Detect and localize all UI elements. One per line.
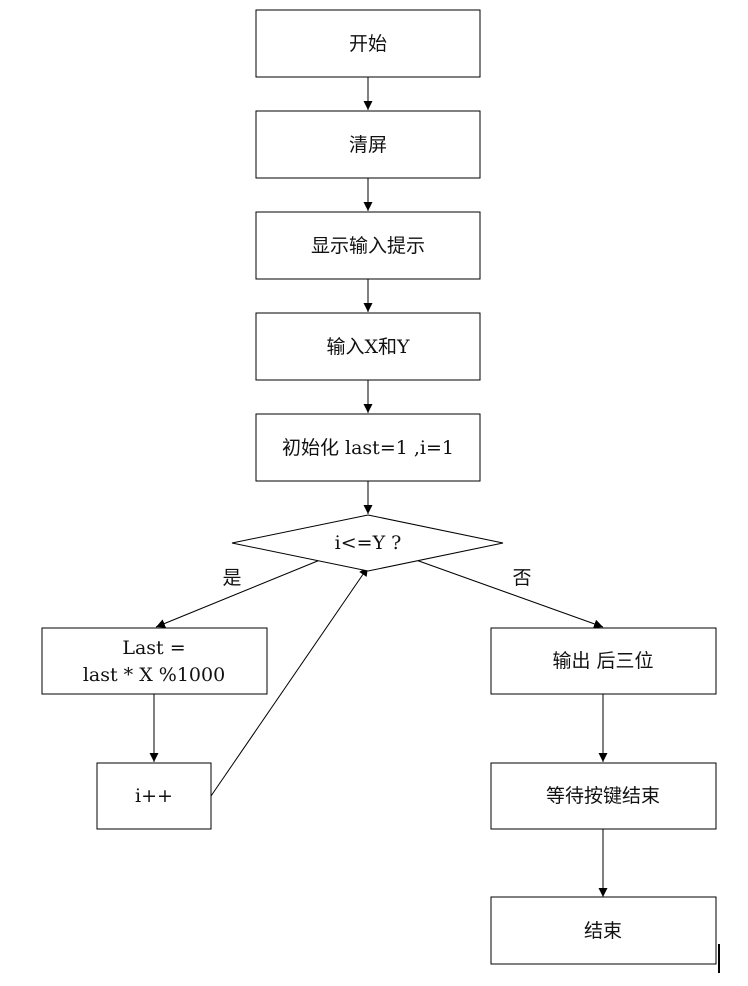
node-decision-text: i<=Y ? — [335, 532, 402, 554]
node-incr: i++ — [96, 762, 212, 830]
node-start: 开始 — [255, 9, 481, 78]
node-init-text: 初始化 last=1 ,i=1 — [282, 437, 454, 459]
node-output: 输出 后三位 — [490, 627, 717, 695]
node-wait: 等待按键结束 — [490, 762, 717, 830]
node-incr-text: i++ — [135, 785, 173, 807]
node-end-text: 结束 — [584, 920, 622, 942]
node-wait-text: 等待按键结束 — [546, 785, 660, 807]
node-end: 结束 — [490, 896, 717, 965]
node-clear-text: 清屏 — [349, 134, 387, 156]
node-prompt-text: 显示输入提示 — [311, 235, 425, 257]
node-start-text: 开始 — [349, 33, 387, 55]
node-init: 初始化 last=1 ,i=1 — [255, 413, 481, 482]
edge-decision-yes — [155, 559, 321, 628]
node-decision: i<=Y ? — [231, 514, 504, 572]
edge-incr-loop — [210, 566, 369, 797]
node-input: 输入X和Y — [255, 312, 481, 381]
node-calc-text-line1: Last = — [122, 637, 185, 659]
node-calc-text-line2: last * X %1000 — [83, 664, 225, 686]
node-input-text: 输入X和Y — [326, 336, 410, 358]
node-output-text: 输出 后三位 — [552, 650, 653, 672]
no-label: 否 — [512, 567, 531, 589]
node-clear: 清屏 — [255, 110, 481, 179]
node-prompt: 显示输入提示 — [255, 211, 481, 280]
edge-decision-no — [415, 559, 604, 629]
yes-label: 是 — [222, 567, 241, 589]
node-calc: Last = last * X %1000 — [41, 627, 268, 695]
